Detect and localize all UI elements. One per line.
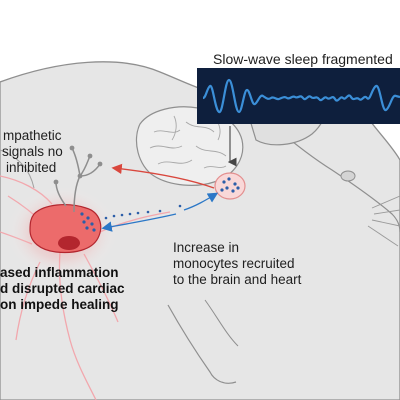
eye <box>340 170 356 182</box>
outcome-line-2: d disrupted cardiac <box>0 281 125 296</box>
sympathetic-label: mpathetic signals no inhibited <box>0 128 63 176</box>
outcome-label: ased inflammation d disrupted cardiac on… <box>0 265 125 313</box>
outcome-line-1: ased inflammation <box>0 265 119 280</box>
sympathetic-line-2: signals no <box>2 144 63 159</box>
neuron-terminals <box>53 145 103 185</box>
monocyte-label: Increase in monocytes recruited to the b… <box>173 240 301 288</box>
front-leg <box>167 304 237 384</box>
brain-icon <box>135 106 246 200</box>
circulating-monocytes <box>104 204 182 220</box>
heart-icon <box>6 186 118 278</box>
monocyte-line-1: Increase in <box>173 240 240 255</box>
monocyte-dots <box>220 177 240 193</box>
whiskers <box>367 195 400 247</box>
monocyte-arrow-heart <box>101 213 177 232</box>
sympathetic-arrow <box>111 163 215 189</box>
brain-monocyte-cluster <box>214 172 246 200</box>
sympathetic-line-1: mpathetic <box>3 128 62 143</box>
monocyte-arrow-brain <box>183 192 219 211</box>
eeg-title: Slow-wave sleep fragmented <box>213 51 393 67</box>
monocyte-line-2: monocytes recruited <box>173 256 295 271</box>
sympathetic-line-3: inhibited <box>6 160 57 175</box>
heart-core <box>58 236 80 250</box>
eeg-panel <box>197 68 400 167</box>
eeg-trace <box>202 78 400 114</box>
outcome-line-3: on impede healing <box>0 297 119 312</box>
monocyte-line-3: to the brain and heart <box>173 272 302 287</box>
heart-monocyte-dots <box>80 212 96 232</box>
